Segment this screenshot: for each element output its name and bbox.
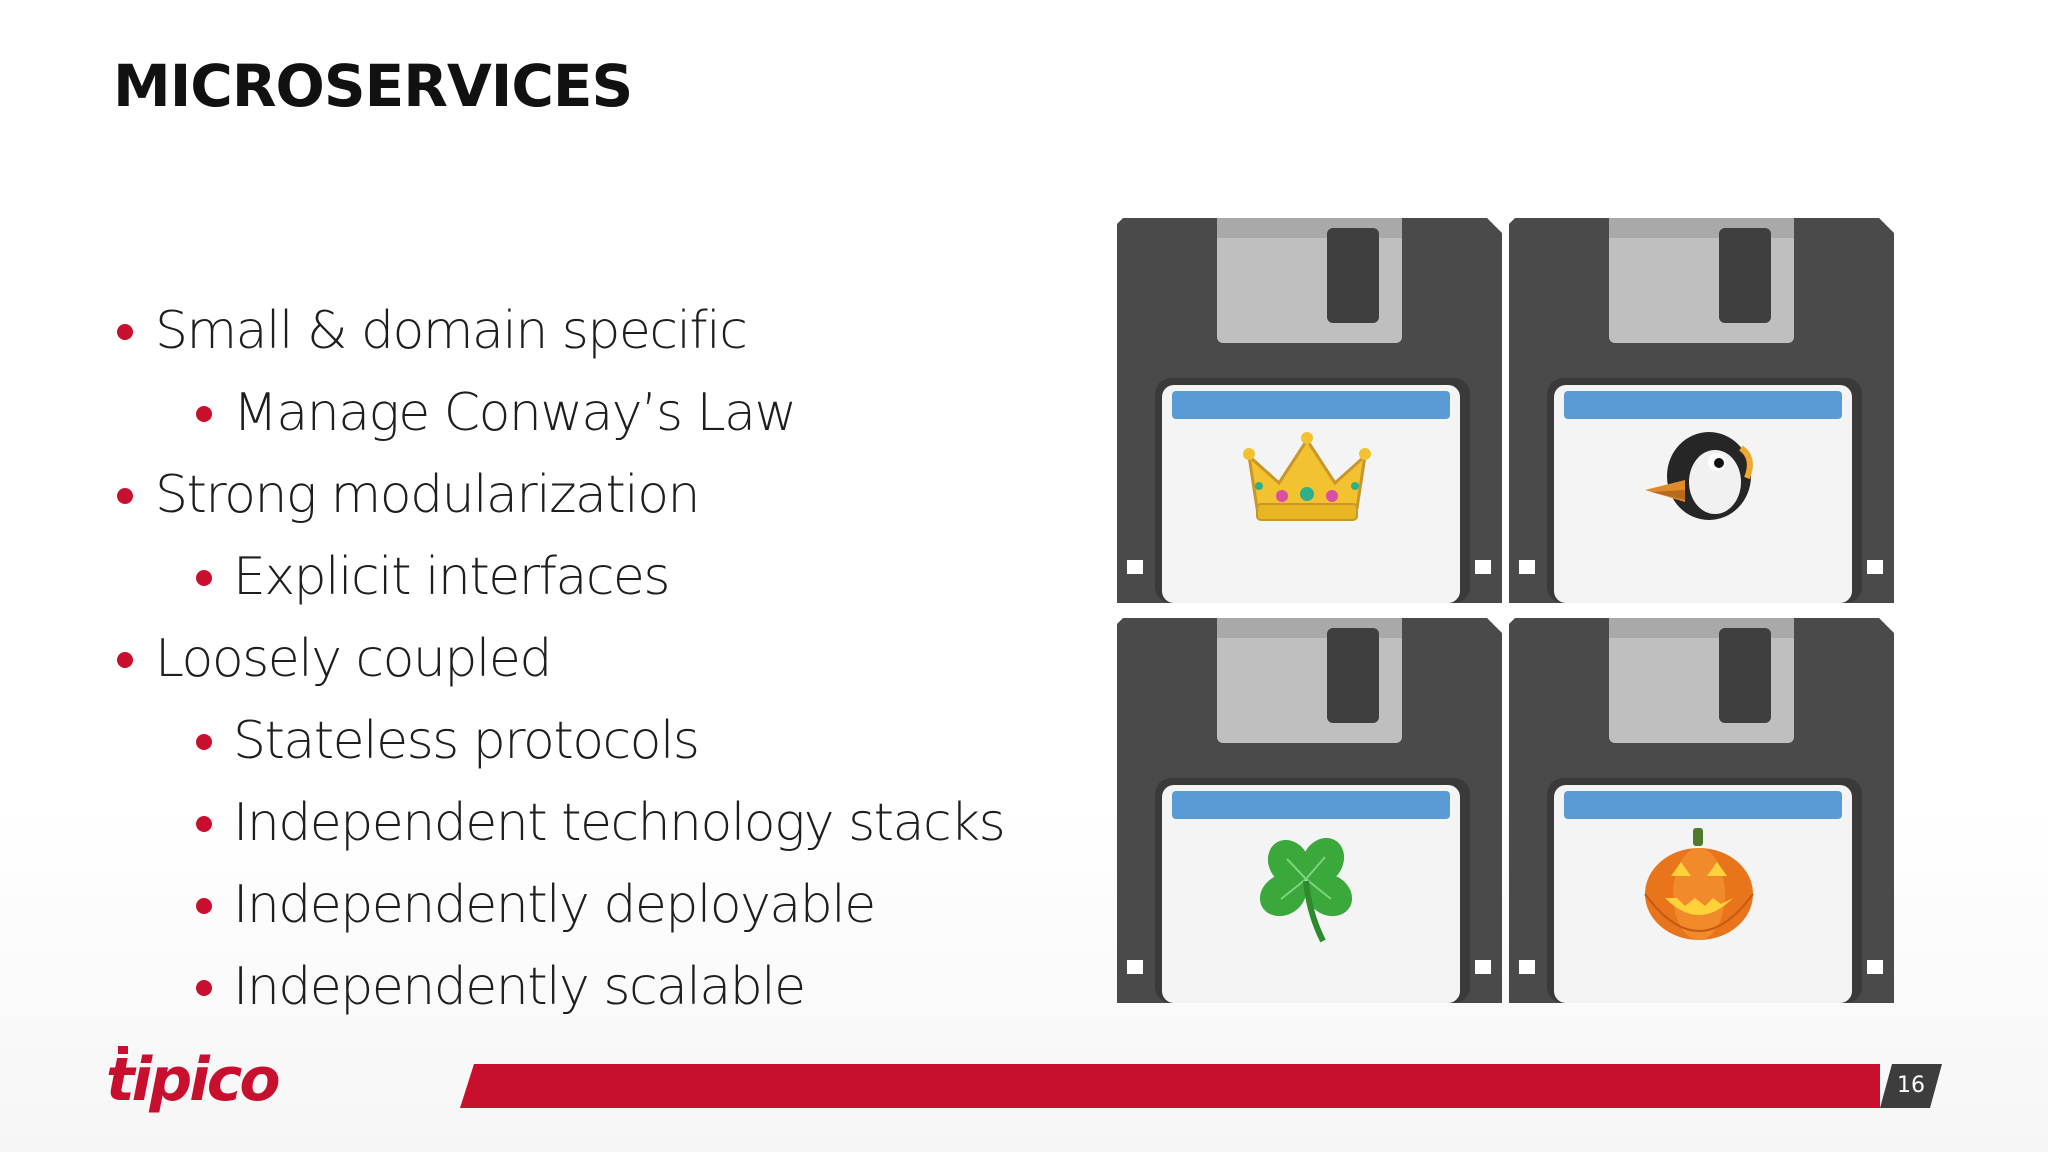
sub-bullet-item: Manage Conway’s Law [113, 372, 1013, 454]
bullet-item: Strong modularization [113, 454, 1013, 536]
bullet-item: Small & domain specific [113, 290, 1013, 372]
bullet-dot-icon [196, 980, 212, 996]
floppy-disk-icon [1509, 618, 1894, 1003]
sub-bullet-item: Independent technology stacks [113, 782, 1013, 864]
crown-icon [1237, 428, 1377, 528]
page-number: 16 [1880, 1064, 1942, 1108]
tipico-logo: tipico [106, 1045, 282, 1114]
jack-o-lantern-icon [1629, 828, 1769, 943]
bullet-text: Independent technology stacks [233, 793, 1006, 853]
sub-bullet-item: Independently deployable [113, 864, 1013, 946]
bullet-list: Small & domain specific Manage Conway’s … [113, 290, 1013, 1028]
bullet-dot-icon [196, 570, 212, 586]
bullet-text: Independently deployable [233, 875, 876, 935]
sub-bullet-item: Explicit interfaces [113, 536, 1013, 618]
slide-title: MICROSERVICES [113, 52, 633, 120]
bullet-dot-icon [117, 488, 133, 504]
bullet-text: Loosely coupled [155, 629, 552, 689]
bullet-dot-icon [117, 652, 133, 668]
floppy-disk-icon [1117, 618, 1502, 1003]
bullet-dot-icon [196, 406, 212, 422]
bullet-text: Small & domain specific [155, 301, 748, 361]
footer-bar [460, 1064, 1880, 1108]
bullet-text: Explicit interfaces [233, 547, 671, 607]
floppy-disk-grid [1117, 218, 1897, 1008]
bullet-text: Independently scalable [233, 957, 806, 1017]
penguin-icon [1629, 428, 1769, 528]
floppy-disk-icon [1117, 218, 1502, 603]
svg-text:tipico: tipico [106, 1045, 279, 1114]
sub-bullet-item: Independently scalable [113, 946, 1013, 1028]
bullet-dot-icon [196, 734, 212, 750]
bullet-text: Manage Conway’s Law [233, 383, 797, 443]
floppy-disk-icon [1509, 218, 1894, 603]
bullet-text: Stateless protocols [233, 711, 700, 771]
bullet-dot-icon [196, 816, 212, 832]
bullet-text: Strong modularization [155, 465, 700, 525]
four-leaf-clover-icon [1237, 833, 1377, 948]
bullet-dot-icon [196, 898, 212, 914]
sub-bullet-item: Stateless protocols [113, 700, 1013, 782]
bullet-dot-icon [117, 324, 133, 340]
bullet-item: Loosely coupled [113, 618, 1013, 700]
